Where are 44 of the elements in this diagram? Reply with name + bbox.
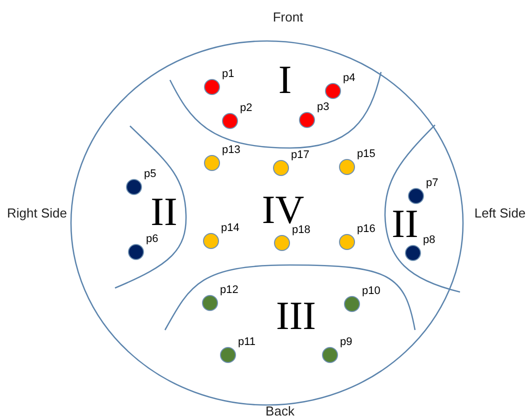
point-label: p13 bbox=[222, 144, 240, 156]
point-dot bbox=[274, 235, 290, 251]
point-label: p12 bbox=[220, 284, 238, 296]
region-numeral: II bbox=[150, 192, 178, 232]
point-dot bbox=[202, 295, 218, 311]
point-dot bbox=[408, 188, 424, 204]
point-label: p10 bbox=[362, 285, 380, 297]
point-dot bbox=[273, 160, 289, 176]
direction-label: Left Side bbox=[474, 206, 526, 220]
direction-label: Front bbox=[272, 10, 304, 24]
region-numeral: I bbox=[278, 60, 292, 100]
point-dot bbox=[339, 159, 355, 175]
point-dot bbox=[126, 179, 142, 195]
point-label: p2 bbox=[240, 102, 252, 114]
point-dot bbox=[299, 112, 315, 128]
point-dot bbox=[203, 233, 219, 249]
point-dot bbox=[128, 244, 144, 260]
point-label: p11 bbox=[238, 336, 256, 348]
point-label: p14 bbox=[221, 222, 240, 234]
head-outline bbox=[70, 40, 464, 406]
point-label: p6 bbox=[146, 233, 158, 245]
point-label: p9 bbox=[340, 336, 352, 348]
point-label: p1 bbox=[222, 68, 234, 80]
point-label: p5 bbox=[144, 168, 156, 180]
point-label: p3 bbox=[317, 101, 330, 113]
direction-label: Right Side bbox=[7, 206, 67, 220]
point-dot bbox=[222, 113, 238, 129]
point-dot bbox=[405, 245, 421, 261]
point-label: p15 bbox=[357, 148, 376, 160]
point-dot bbox=[204, 155, 220, 171]
point-label: p4 bbox=[343, 72, 356, 84]
point-label: p16 bbox=[357, 223, 376, 235]
region-numeral: II bbox=[392, 204, 418, 244]
point-label: p8 bbox=[423, 234, 436, 246]
point-dot bbox=[339, 234, 355, 250]
point-dot bbox=[325, 83, 341, 99]
point-dot bbox=[322, 347, 338, 363]
point-label: p7 bbox=[426, 177, 438, 189]
point-dot bbox=[204, 79, 220, 95]
region-numeral: III bbox=[276, 296, 316, 336]
point-label: p17 bbox=[291, 149, 310, 161]
point-dot bbox=[344, 296, 360, 312]
point-dot bbox=[220, 347, 236, 363]
direction-label: Back bbox=[266, 404, 294, 418]
